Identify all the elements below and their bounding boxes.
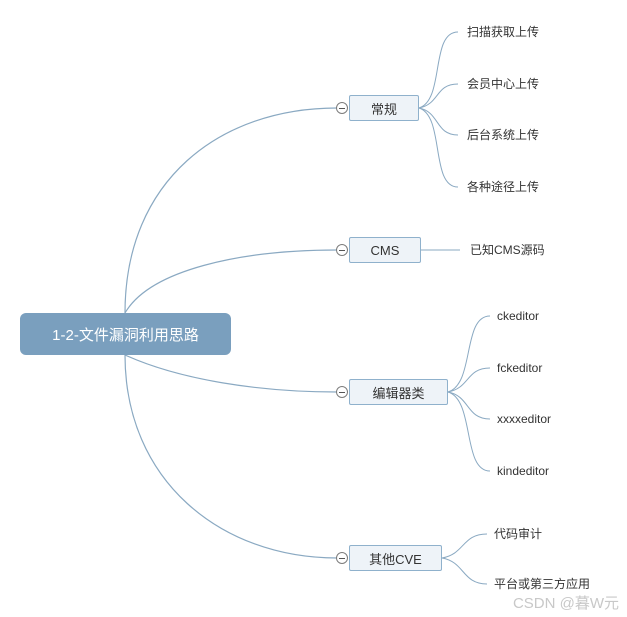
- branch-node-label: 其他CVE: [369, 551, 422, 567]
- connector-root-branch-2: [124, 249, 338, 314]
- connector-branch-3-leaf-2: [447, 367, 491, 393]
- leaf-node[interactable]: ckeditor: [497, 309, 540, 323]
- collapse-toggle-icon[interactable]: [336, 386, 348, 398]
- branch-node-2[interactable]: CMS: [349, 237, 421, 263]
- branch-node-label: CMS: [370, 242, 400, 258]
- watermark: CSDN @暮W元: [512, 595, 619, 612]
- connector-branch-4-leaf-1: [441, 533, 488, 559]
- branch-node-4[interactable]: 其他CVE: [349, 545, 442, 571]
- connector-branch-1-leaf-3: [418, 107, 459, 136]
- leaf-node[interactable]: 后台系统上传: [467, 128, 540, 142]
- root-node[interactable]: 1-2-文件漏洞利用思路: [20, 313, 231, 355]
- connector-branch-1-leaf-4: [418, 107, 459, 188]
- leaf-node[interactable]: 会员中心上传: [467, 77, 540, 91]
- leaf-node[interactable]: fckeditor: [497, 361, 543, 375]
- leaf-node[interactable]: 各种途径上传: [467, 180, 540, 194]
- branch-node-label: 编辑器类: [372, 385, 425, 401]
- connector-root-branch-3: [124, 354, 338, 393]
- leaf-node[interactable]: 平台或第三方应用: [494, 577, 591, 591]
- connector-branch-3-leaf-3: [447, 391, 491, 420]
- connector-branch-3-leaf-4: [447, 391, 491, 472]
- root-node-label: 1-2-文件漏洞利用思路: [52, 326, 199, 344]
- connector-root-branch-1: [124, 107, 338, 314]
- leaf-node[interactable]: kindeditor: [497, 464, 550, 478]
- connector-branch-4-leaf-2: [441, 557, 488, 585]
- leaf-node[interactable]: 代码审计: [494, 527, 543, 541]
- connector-root-branch-4: [124, 354, 338, 559]
- branch-node-1[interactable]: 常规: [349, 95, 419, 121]
- branch-node-3[interactable]: 编辑器类: [349, 379, 448, 405]
- connector-branch-1-leaf-1: [418, 31, 459, 109]
- collapse-toggle-icon[interactable]: [336, 552, 348, 564]
- connector-branch-3-leaf-1: [447, 315, 491, 393]
- connector-branch-1-leaf-2: [418, 83, 459, 109]
- leaf-node[interactable]: 已知CMS源码: [470, 243, 545, 257]
- collapse-toggle-icon[interactable]: [336, 244, 348, 256]
- branch-node-label: 常规: [370, 101, 397, 117]
- leaf-node[interactable]: xxxxeditor: [497, 412, 552, 426]
- leaf-node[interactable]: 扫描获取上传: [467, 25, 540, 39]
- collapse-toggle-icon[interactable]: [336, 102, 348, 114]
